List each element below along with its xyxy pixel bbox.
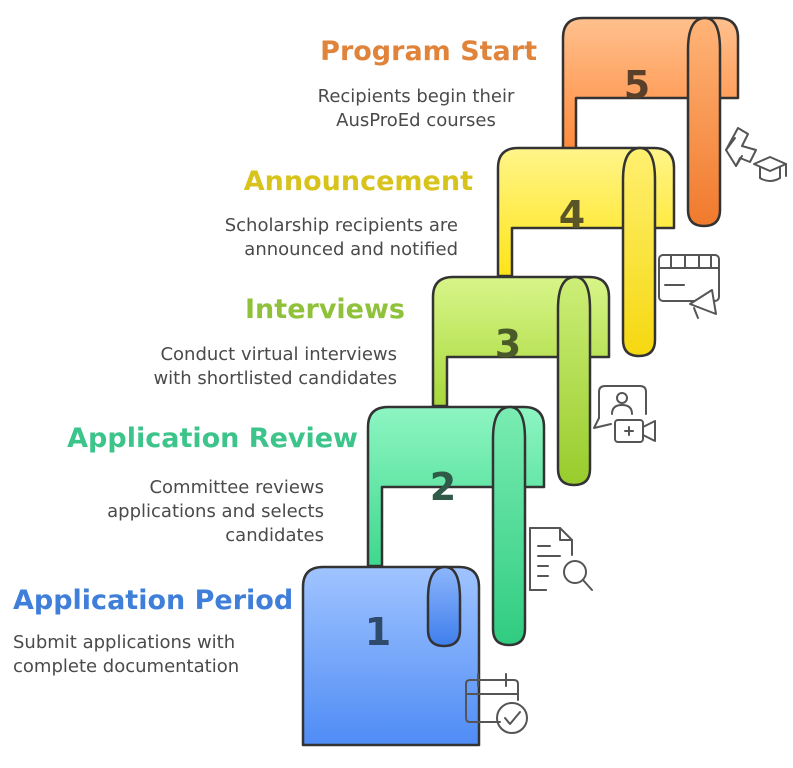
step-2-description: Committee reviews applications and selec…	[107, 477, 324, 546]
step-1-ribbon	[301, 565, 481, 747]
step-5-ribbon	[561, 16, 740, 228]
step-1-number: 1	[365, 610, 391, 654]
step-3-title: Interviews	[245, 294, 405, 325]
step-2-title: Application Review	[67, 423, 358, 454]
step-3-number: 3	[495, 322, 521, 366]
step-3-description: Conduct virtual interviews with shortlis…	[153, 344, 397, 389]
step-5-description: Recipients begin their AusProEd courses	[317, 86, 515, 131]
calendar-check-icon	[465, 673, 528, 734]
step-5-title: Program Start	[320, 36, 537, 67]
step-4-title: Announcement	[243, 166, 473, 197]
document-search-icon	[529, 527, 593, 591]
step-2-number: 2	[430, 465, 456, 509]
step-1-title: Application Period	[13, 585, 294, 616]
step-3-ribbon	[431, 275, 611, 487]
calendar-megaphone-icon	[658, 254, 720, 319]
step-2-ribbon	[366, 405, 546, 647]
video-interview-icon	[593, 385, 656, 443]
step-4-description: Scholarship recipients are announced and…	[224, 215, 458, 260]
step-4-number: 4	[559, 193, 585, 237]
presentation-graduation-icon	[725, 127, 787, 182]
step-5-number: 5	[624, 63, 650, 107]
step-1-description: Submit applications with complete docume…	[13, 632, 240, 677]
step-4-ribbon	[496, 146, 676, 358]
